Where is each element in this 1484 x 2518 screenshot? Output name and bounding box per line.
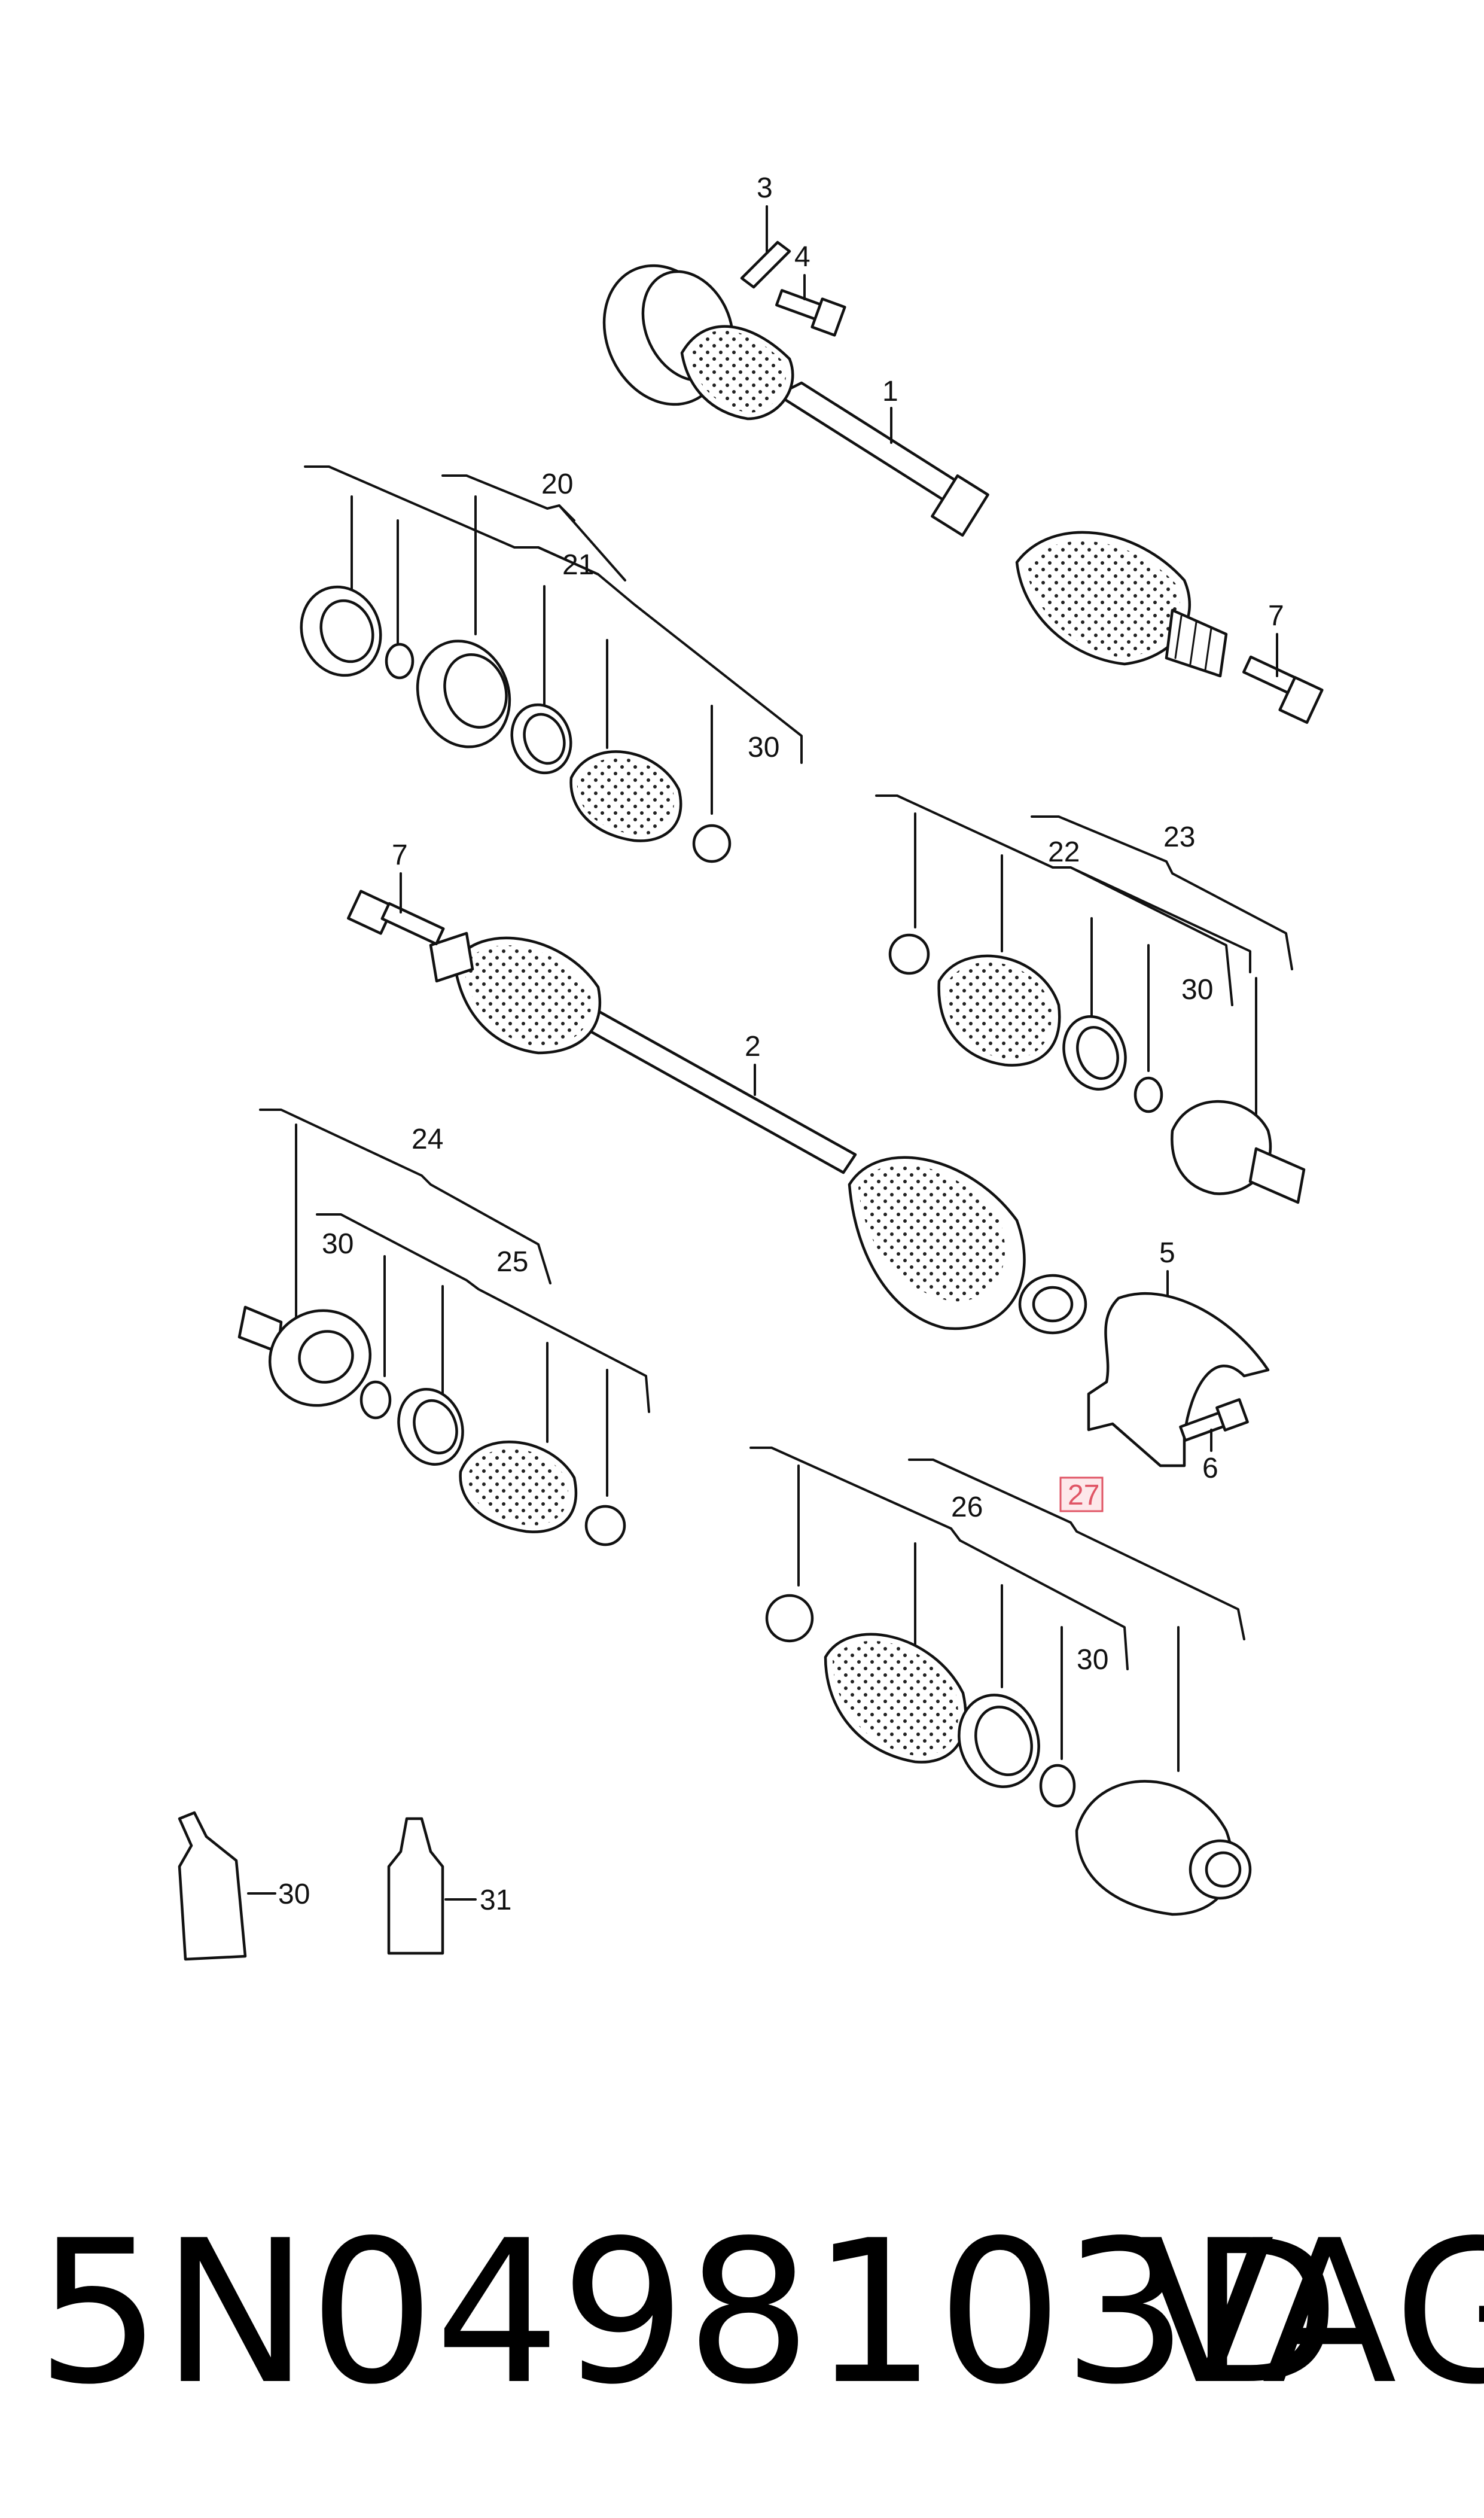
dust-cover bbox=[300, 585, 382, 677]
boot-a bbox=[569, 750, 682, 842]
bolt-6 bbox=[1179, 1398, 1249, 1442]
callout-27: 27 bbox=[1068, 1479, 1099, 1511]
clamp-small-c bbox=[584, 1505, 626, 1546]
boot-c bbox=[459, 1441, 578, 1533]
callout-7-middle: 7 bbox=[392, 839, 408, 871]
cv-joint-24 bbox=[237, 1305, 372, 1407]
callout-22: 22 bbox=[1048, 836, 1080, 868]
bolt-4 bbox=[775, 289, 846, 337]
callout-23: 23 bbox=[1163, 821, 1195, 853]
heat-shield-5 bbox=[1087, 1292, 1270, 1467]
circlip-small-d bbox=[1039, 1764, 1076, 1808]
callout-26: 26 bbox=[951, 1491, 983, 1523]
bolt-7-middle bbox=[346, 890, 445, 946]
callout-6: 6 bbox=[1202, 1453, 1218, 1484]
flange-ring bbox=[416, 640, 511, 748]
boot-b bbox=[937, 954, 1061, 1067]
callout-30-b: 30 bbox=[1181, 974, 1213, 1006]
callout-1: 1 bbox=[882, 376, 898, 407]
callout-24: 24 bbox=[412, 1123, 443, 1155]
clamp-small-a bbox=[692, 824, 732, 863]
clamp-band-large-a bbox=[510, 703, 572, 775]
callout-4: 4 bbox=[794, 241, 810, 273]
clamp-small-b bbox=[888, 933, 930, 975]
callout-25: 25 bbox=[496, 1246, 528, 1278]
callout-7-upper: 7 bbox=[1268, 600, 1284, 632]
callout-27-highlight bbox=[1059, 1476, 1104, 1512]
drive-shaft-2 bbox=[429, 931, 1087, 1335]
callout-20: 20 bbox=[541, 468, 573, 500]
callout-30-c: 30 bbox=[322, 1228, 354, 1260]
circlip-small-b bbox=[1133, 1076, 1163, 1113]
part-number-label: 5N0498103D bbox=[36, 2198, 1340, 2428]
callout-30-e: 30 bbox=[278, 1878, 310, 1910]
callout-2: 2 bbox=[745, 1031, 761, 1062]
clamp-band-large-b bbox=[1062, 1015, 1127, 1091]
callout-5: 5 bbox=[1159, 1237, 1175, 1269]
callout-30-a: 30 bbox=[748, 732, 779, 763]
lock-plate-3 bbox=[740, 240, 791, 289]
cv-joint-d bbox=[1075, 1780, 1252, 1916]
circlip-small-a bbox=[385, 643, 415, 680]
clamp-band-large-d bbox=[958, 1694, 1040, 1788]
clamp-small-d bbox=[765, 1594, 814, 1643]
clamp-band-large-c bbox=[397, 1388, 464, 1466]
bottle-31 bbox=[387, 1817, 444, 1955]
circlip-small-c bbox=[359, 1380, 392, 1420]
callout-30-d: 30 bbox=[1077, 1644, 1108, 1676]
cv-joint-b bbox=[1171, 1100, 1306, 1204]
boot-d bbox=[824, 1633, 967, 1764]
callout-3: 3 bbox=[757, 172, 773, 204]
bolt-7-upper bbox=[1242, 655, 1324, 724]
drive-shaft-1 bbox=[602, 264, 1228, 678]
brand-label: VAG bbox=[1139, 2198, 1484, 2428]
callout-31: 31 bbox=[480, 1884, 511, 1916]
grease-tube-30 bbox=[178, 1811, 247, 1961]
